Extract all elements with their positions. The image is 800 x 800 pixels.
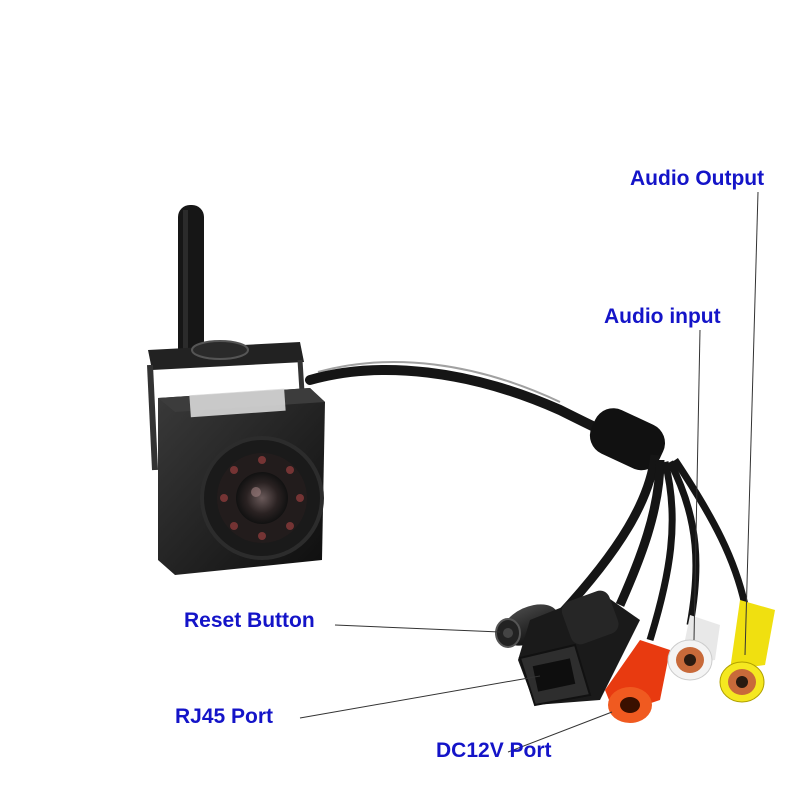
audio-input-rca xyxy=(667,615,720,681)
cable xyxy=(305,361,749,642)
reset-button-leader xyxy=(334,624,501,633)
camera-body xyxy=(158,388,325,575)
dc12v-leader xyxy=(507,711,613,753)
dc12v-port-label: DC12V Port xyxy=(436,739,552,762)
rj45-port-label: RJ45 Port xyxy=(175,705,274,728)
rj45-connector xyxy=(518,590,640,707)
dc12v-connector xyxy=(605,640,670,723)
audio-output-label: Audio Output xyxy=(630,167,765,190)
audio-input-label: Audio input xyxy=(604,305,721,328)
audio-output-leader xyxy=(744,191,759,656)
reset-button-label: Reset Button xyxy=(184,609,315,632)
antenna xyxy=(178,205,204,365)
rj45-leader xyxy=(299,675,541,719)
audio-input-leader xyxy=(693,329,701,641)
audio-output-rca xyxy=(719,600,775,703)
leader-lines xyxy=(299,191,759,753)
